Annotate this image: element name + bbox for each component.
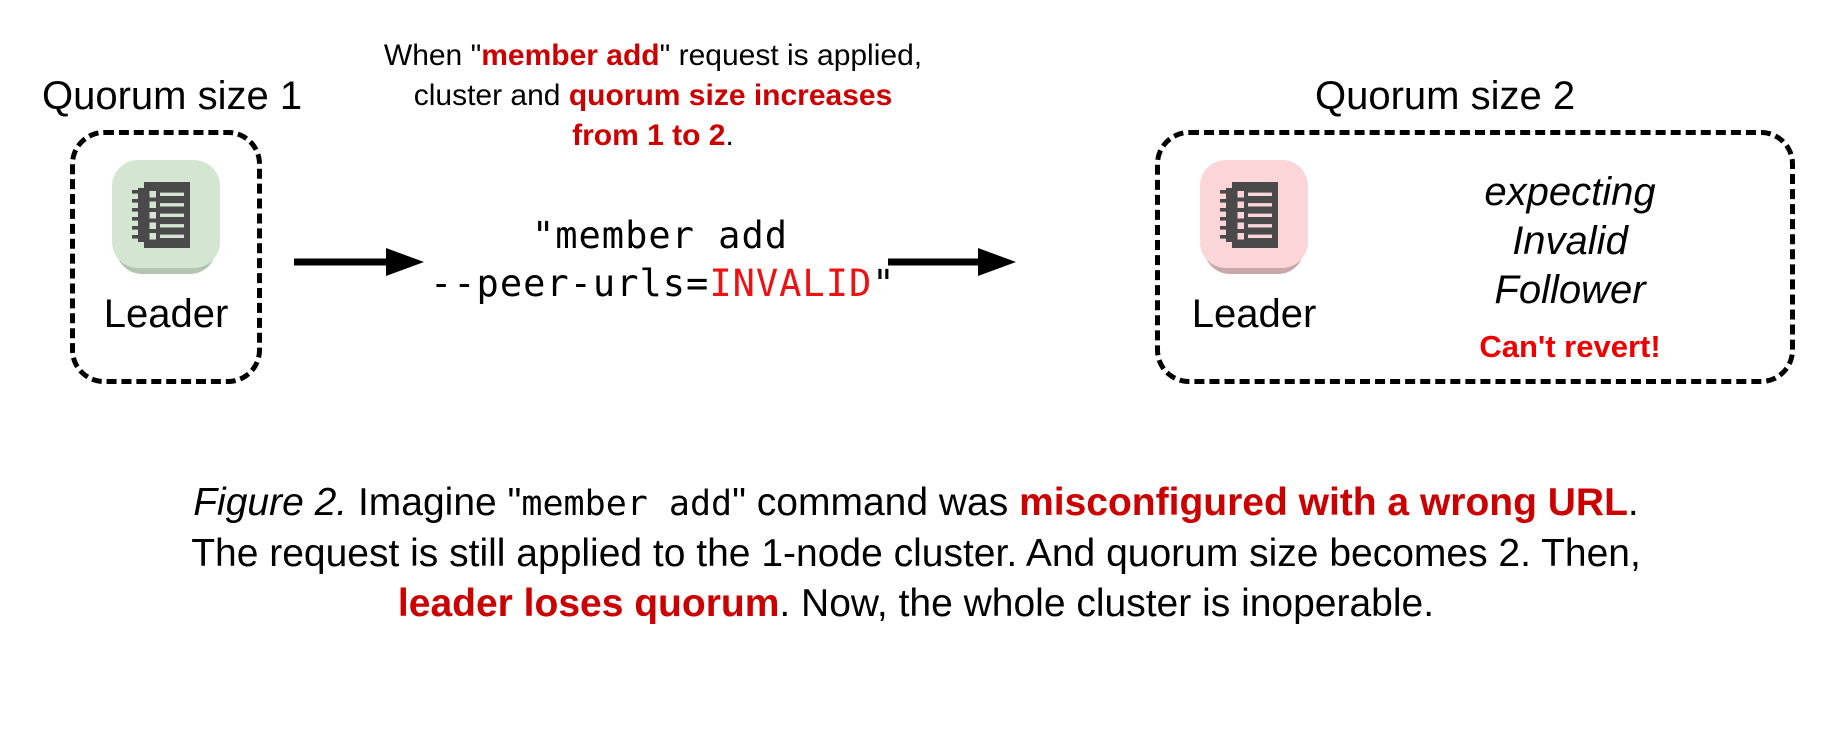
command-invalid-value: INVALID <box>709 262 873 305</box>
right-cluster-heading: Quorum size 2 <box>1315 74 1576 118</box>
annotation-line-3: Follower <box>1494 268 1646 312</box>
left-leader-icon-wrap <box>112 160 220 276</box>
annotation-line-2: Invalid <box>1512 219 1628 263</box>
top-note-l2-highlight: quorum size increases <box>568 79 893 112</box>
caption-l1b: " command was <box>732 481 1020 524</box>
top-note-l1-highlight: member add <box>481 39 660 72</box>
caption-l1c: . <box>1627 481 1639 524</box>
right-leader-label: Leader <box>1191 292 1317 336</box>
caption-mono-command: member add <box>521 484 733 524</box>
arrow-right-icon <box>294 248 424 276</box>
top-note-l3-highlight: from 1 to 2 <box>572 119 726 152</box>
left-leader-node: Leader <box>82 160 250 334</box>
top-note-l1a: When " <box>383 39 482 72</box>
top-note-line-2: cluster and quorum size increases <box>358 76 948 116</box>
caption-line-3: leader loses quorum. Now, the whole clus… <box>0 579 1832 629</box>
command-text-block: "member add --peer-urls=INVALID" <box>430 212 895 308</box>
caption-line-1: Figure 2. Imagine "member add" command w… <box>0 478 1832 529</box>
caption-l1a: Imagine " <box>347 481 522 524</box>
right-cluster-annotation: expecting Invalid Follower Can't revert! <box>1390 168 1750 362</box>
caption-l3b: . Now, the whole cluster is inoperable. <box>779 582 1435 625</box>
annotation-line-1: expecting <box>1484 170 1656 214</box>
top-note-l1b: " request is applied, <box>659 39 923 72</box>
caption-line-2: The request is still applied to the 1-no… <box>191 532 1641 575</box>
left-cluster-box <box>70 130 262 384</box>
caption-l1-highlight: misconfigured with a wrong URL <box>1019 481 1628 524</box>
right-leader-node: Leader <box>1170 160 1338 334</box>
ledger-server-icon <box>132 182 190 248</box>
diagram-canvas: Quorum size 1 Quorum size 2 <box>42 36 1795 384</box>
command-line-2-prefix: --peer-urls= <box>430 262 710 305</box>
left-leader-label: Leader <box>103 292 229 336</box>
ledger-server-icon <box>1220 182 1278 248</box>
figure-caption: Figure 2. Imagine "member add" command w… <box>0 478 1832 629</box>
left-cluster-heading: Quorum size 1 <box>42 74 303 118</box>
top-note-line-3: from 1 to 2. <box>358 116 948 156</box>
command-line-2: --peer-urls=INVALID" <box>430 260 895 308</box>
cannot-revert-warning: Can't revert! <box>1479 329 1661 364</box>
top-note-l2a: cluster and <box>413 79 569 112</box>
caption-l3-highlight: leader loses quorum <box>397 582 780 625</box>
right-cluster-box <box>1155 130 1795 384</box>
right-leader-icon-wrap <box>1200 160 1308 276</box>
arrow-right-icon <box>888 248 1016 276</box>
top-note-l3b: . <box>725 119 734 152</box>
caption-figure-number: Figure 2. <box>193 481 348 524</box>
top-explanation-note: When "member add" request is applied, cl… <box>358 36 948 156</box>
command-line-2-suffix: " <box>872 262 896 305</box>
command-line-1: "member add <box>531 214 789 257</box>
top-note-line-1: When "member add" request is applied, <box>358 36 948 76</box>
